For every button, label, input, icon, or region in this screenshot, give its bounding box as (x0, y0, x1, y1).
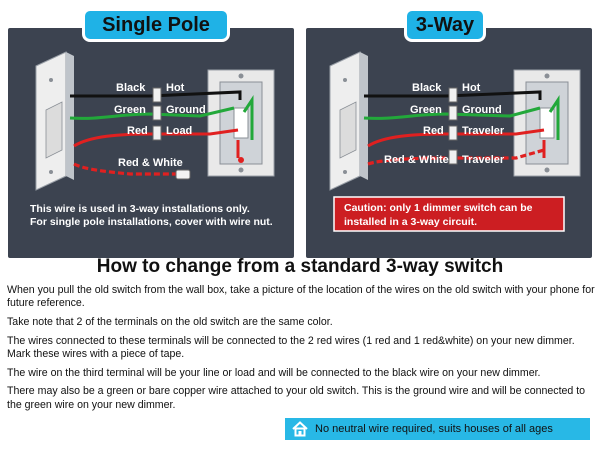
sp-label-black: Black (116, 82, 146, 94)
tw-redwhite-wire (367, 148, 545, 166)
tw-label-green: Green (410, 104, 442, 116)
instruction-paragraph: There may also be a green or bare copper… (7, 385, 586, 411)
tw-green-wire (363, 106, 541, 120)
tw-label-red: Red (423, 125, 444, 137)
caution-line2: installed in a 3-way circuit. (344, 216, 477, 228)
tw-label-hot: Hot (462, 82, 481, 94)
sp-label-hot: Hot (166, 82, 185, 94)
wiring-diagrams: Black Hot Green Ground Red Load Red & Wh… (30, 51, 581, 232)
sp-connector-icons (152, 87, 162, 141)
single-pole-dimmer (35, 51, 74, 191)
instruction-paragraph: When you pull the old switch from the wa… (7, 284, 595, 310)
sp-note-line1: This wire is used in 3-way installations… (30, 203, 250, 215)
tw-red-wire (367, 128, 545, 148)
sp-label-red: Red (127, 125, 148, 137)
tw-connector-icons (448, 87, 458, 165)
badge-text: No neutral wire required, suits houses o… (315, 423, 553, 435)
instruction-paragraph: Take note that 2 of the terminals on the… (7, 316, 333, 328)
sp-label-green: Green (114, 104, 146, 116)
sp-green-wire (69, 106, 235, 120)
caution-box (333, 196, 565, 232)
caution-line1: Caution: only 1 dimmer switch can be (344, 202, 533, 214)
three-way-dimmer (329, 51, 368, 191)
instruction-paragraph: The wires connected to these terminals w… (7, 334, 575, 360)
tw-label-ground: Ground (462, 104, 502, 116)
tw-label-traveler-1: Traveler (462, 125, 505, 137)
instruction-paragraph: The wire on the third terminal will be y… (7, 366, 541, 379)
tw-label-traveler-2: Traveler (462, 154, 505, 166)
sp-label-load: Load (166, 125, 192, 137)
sp-label-red-white: Red & White (118, 157, 183, 169)
sp-black-wire (70, 90, 242, 100)
sp-green-wire-2 (242, 95, 254, 140)
single-pole-title: Single Pole (82, 8, 230, 42)
sp-label-ground: Ground (166, 104, 206, 116)
three-way-switch-box (513, 69, 581, 177)
tw-black-wire (364, 90, 542, 100)
house-icon (292, 421, 308, 437)
page-heading: How to change from a standard 3-way swit… (96, 256, 504, 277)
no-neutral-badge: No neutral wire required, suits houses o… (285, 418, 590, 440)
tw-label-red-white: Red & White (384, 154, 449, 166)
sp-redwhite-wire (73, 162, 178, 176)
sp-note-line2: For single pole installations, cover wit… (30, 216, 273, 228)
tw-green-wire-2 (548, 95, 560, 140)
sp-wire-nut-icon (175, 169, 191, 180)
instructions: When you pull the old switch from the wa… (7, 284, 595, 417)
three-way-title: 3-Way (404, 8, 486, 42)
sp-red-wire (73, 128, 239, 148)
tw-label-black: Black (412, 82, 442, 94)
